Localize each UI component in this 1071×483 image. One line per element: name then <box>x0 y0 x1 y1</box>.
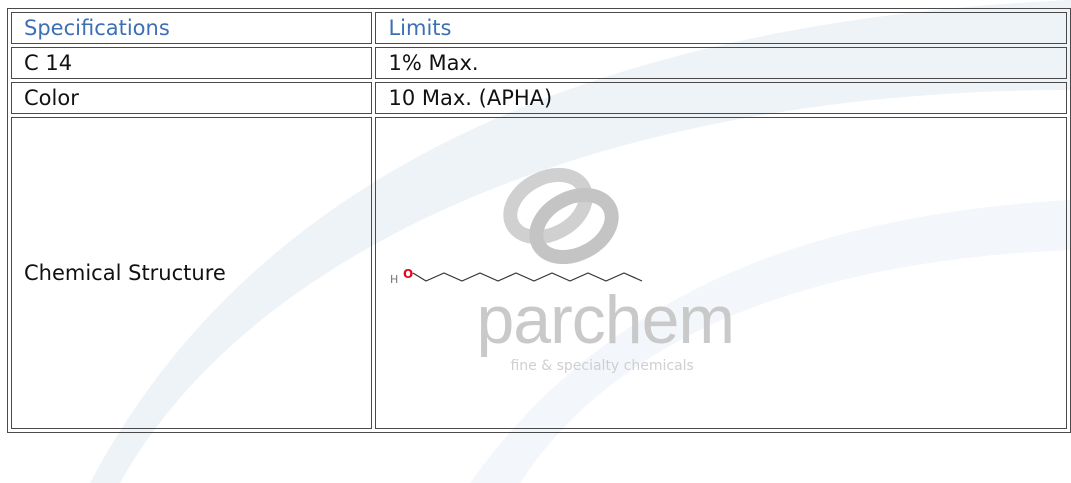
table-header-row: Specifications Limits <box>11 12 1067 44</box>
table-row: Chemical Structure parchem fine & specia… <box>11 117 1067 429</box>
molecule-structure-icon: H O <box>390 267 643 286</box>
spec-cell: Chemical Structure <box>11 117 373 429</box>
table-row: C 14 1% Max. <box>11 47 1067 79</box>
spec-cell: Color <box>11 82 373 114</box>
atom-o-label: O <box>403 267 413 281</box>
specifications-table: Specifications Limits C 14 1% Max. Color… <box>7 8 1071 433</box>
spec-cell: C 14 <box>11 47 373 79</box>
table-row: Color 10 Max. (APHA) <box>11 82 1067 114</box>
limit-cell: 1% Max. <box>375 47 1067 79</box>
limit-cell: 10 Max. (APHA) <box>375 82 1067 114</box>
chemical-structure-cell: parchem fine & specialty chemicals H O <box>375 117 1067 429</box>
header-specifications: Specifications <box>11 12 373 44</box>
atom-h-label: H <box>390 273 398 286</box>
header-limits: Limits <box>375 12 1067 44</box>
structure-area: parchem fine & specialty chemicals H O <box>376 118 1046 428</box>
carbon-chain <box>413 272 643 282</box>
